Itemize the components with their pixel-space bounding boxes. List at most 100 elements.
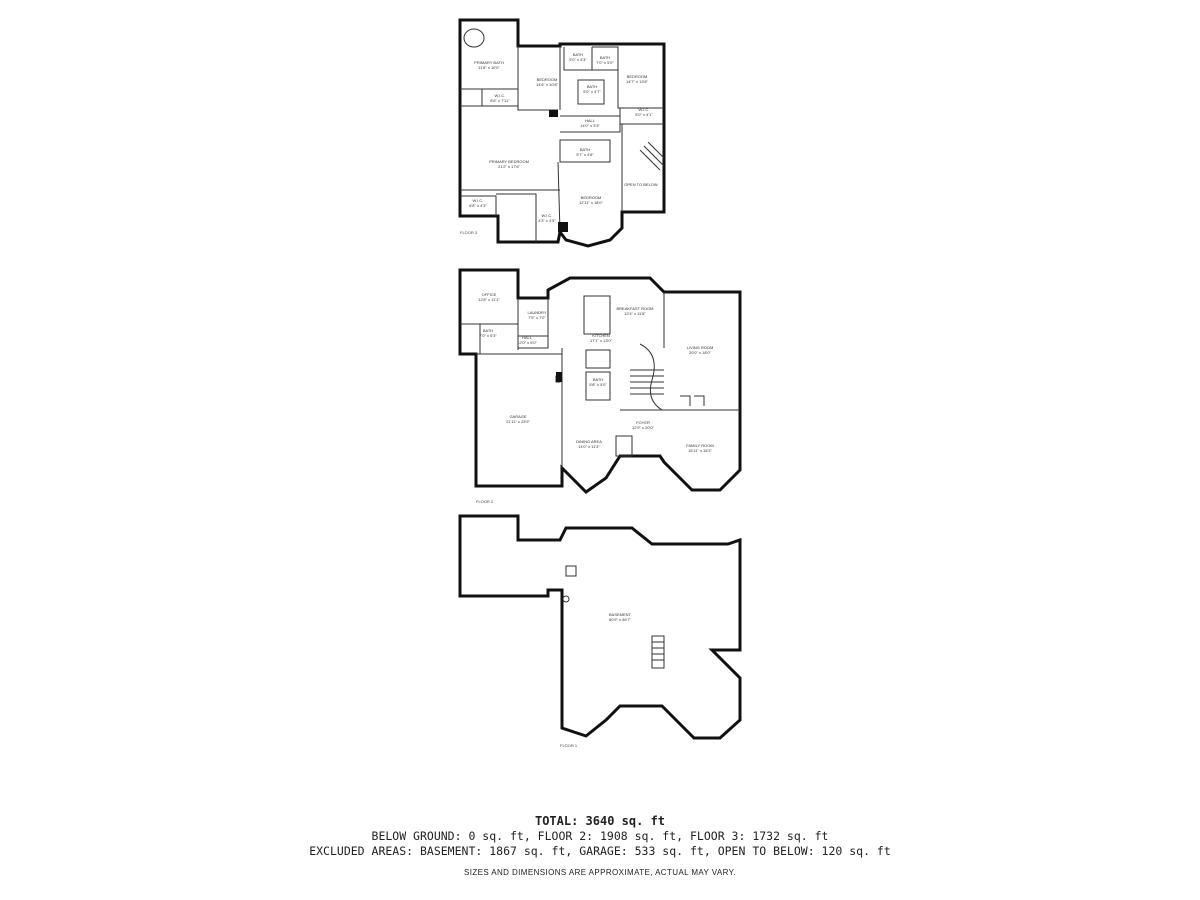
room-dims: 8'6" x 7'11"	[490, 98, 510, 103]
chimney-icon	[549, 110, 558, 117]
staircase-icon	[639, 343, 663, 411]
room-name: PRIMARY BATH	[474, 60, 504, 65]
room-name: BEDROOM	[537, 77, 558, 82]
room-name: BEDROOM	[581, 195, 602, 200]
floor-2-outline	[458, 268, 742, 494]
floor-1-label: FLOOR 1	[560, 743, 578, 748]
room-dims: 11'8" x 10'0"	[478, 65, 500, 70]
floor-1-outline	[458, 514, 742, 740]
floor-areas: BELOW GROUND: 0 sq. ft, FLOOR 2: 1908 sq…	[371, 829, 829, 843]
room-dims: 7'0" x 5'3"	[479, 333, 497, 338]
bathtub-icon	[463, 28, 485, 48]
room-name: BATH	[600, 55, 610, 60]
room-dims: 21'2" x 17'6"	[498, 164, 521, 169]
room-name: BATH	[587, 84, 597, 89]
room-dims: 15'11" x 15'3"	[688, 448, 712, 453]
room-name: W.I.C.	[639, 107, 650, 112]
floor-3-label: FLOOR 3	[460, 230, 478, 235]
room-name: W.I.C.	[495, 93, 506, 98]
room-name: BASEMENT	[609, 612, 632, 617]
room-name: LAUNDRY	[527, 310, 546, 315]
room-name: BEDROOM	[627, 74, 648, 79]
room-dims: 12'9" x 20'0"	[632, 425, 655, 430]
room-dims: 60'9" x 46'7"	[609, 617, 632, 622]
door-swing-icon	[680, 395, 705, 406]
room-dims: 14'0" x 3'3"	[580, 123, 600, 128]
room-dims: 20'0" x 18'0"	[689, 350, 712, 355]
room-name: LIVING ROOM	[687, 345, 714, 350]
area-summary: TOTAL: 3640 sq. ft BELOW GROUND: 0 sq. f…	[0, 814, 1200, 880]
disclaimer: SIZES AND DIMENSIONS ARE APPROXIMATE, AC…	[463, 868, 737, 877]
room-dims: 4'3" x 4'5"	[538, 218, 556, 223]
room-name: HALL	[585, 118, 596, 123]
room-name: OFFICE	[482, 292, 497, 297]
room-dims: 12'0" x 5'0"	[517, 340, 537, 345]
room-dims: 5'0" x 4'7"	[583, 89, 601, 94]
room-name: BATH	[573, 52, 583, 57]
fireplace-icon	[558, 222, 568, 232]
room-name: KITCHEN	[592, 333, 610, 338]
svg-text:W.I.C.4'3" x 4'5": W.I.C.4'3" x 4'5"	[538, 213, 556, 223]
room-dims: 14'6" x 10'8"	[536, 82, 559, 87]
room-dims: 21'11" x 23'9"	[506, 419, 530, 424]
room-name: BREAKFAST ROOM	[616, 306, 653, 311]
room-dims: 12'11" x 18'0"	[579, 200, 603, 205]
svg-text:W.I.C.6'8" x 4'3": W.I.C.6'8" x 4'3"	[469, 198, 487, 208]
room-dims: 6'8" x 4'3"	[469, 203, 487, 208]
staircase-icon	[651, 635, 665, 669]
room-dims: 17'1" x 13'0"	[590, 338, 613, 343]
room-name: W.I.C.	[473, 198, 484, 203]
stair-icon	[639, 141, 665, 171]
room-name: BATH	[483, 328, 493, 333]
room-dims: 5'0" x 4'1"	[635, 112, 653, 117]
room-dims: 5'0" x 4'3"	[569, 57, 587, 62]
room-name: BATH	[593, 377, 603, 382]
room-dims: 14'7" x 13'8"	[626, 79, 649, 84]
room-name: GARAGE	[509, 414, 526, 419]
room-dims: 12'4" x 11'8"	[624, 311, 646, 316]
room-dims: 5'8" x 5'0"	[589, 382, 607, 387]
room-name: FOYER	[636, 420, 650, 425]
svg-text:W.I.C.8'6" x 7'11": W.I.C.8'6" x 7'11"	[490, 93, 510, 103]
room-dims: 7'5" x 7'0"	[528, 315, 546, 320]
room-dims: 12'8" x 11'1"	[478, 297, 500, 302]
floor-3-outline	[458, 18, 666, 248]
svg-text:W.I.C.5'0" x 4'1": W.I.C.5'0" x 4'1"	[635, 107, 653, 117]
room-name: HALL	[522, 335, 533, 340]
room-name: OPEN TO BELOW	[624, 182, 658, 187]
room-name: FAMILY ROOM	[686, 443, 713, 448]
room-name: PRIMARY BEDROOM	[489, 159, 529, 164]
room-dims: 9'7" x 4'8"	[576, 152, 594, 157]
total-area: TOTAL: 3640 sq. ft	[534, 814, 666, 828]
room-dims: 14'0" x 11'3"	[578, 444, 600, 449]
floor-2-label: FLOOR 2	[476, 499, 494, 504]
room-name: DINING AREA	[576, 439, 602, 444]
staircase-icon	[630, 369, 664, 395]
